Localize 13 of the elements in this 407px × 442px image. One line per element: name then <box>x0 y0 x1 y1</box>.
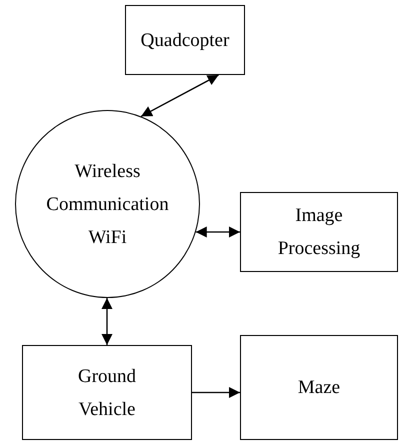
node-label: Maze <box>298 376 340 400</box>
arrow <box>196 226 240 238</box>
arrow <box>192 387 240 398</box>
process-box <box>125 5 245 75</box>
process-box <box>22 345 192 440</box>
process-box <box>240 192 398 272</box>
process-box <box>240 335 398 440</box>
node-label: Wireless Communication WiFi <box>45 160 170 250</box>
node-label: Quadcopter <box>140 28 230 52</box>
node-label: Image Processing <box>276 204 362 261</box>
arrow <box>140 74 219 117</box>
arrow <box>102 298 112 345</box>
node-label: Ground Vehicle <box>76 364 138 422</box>
